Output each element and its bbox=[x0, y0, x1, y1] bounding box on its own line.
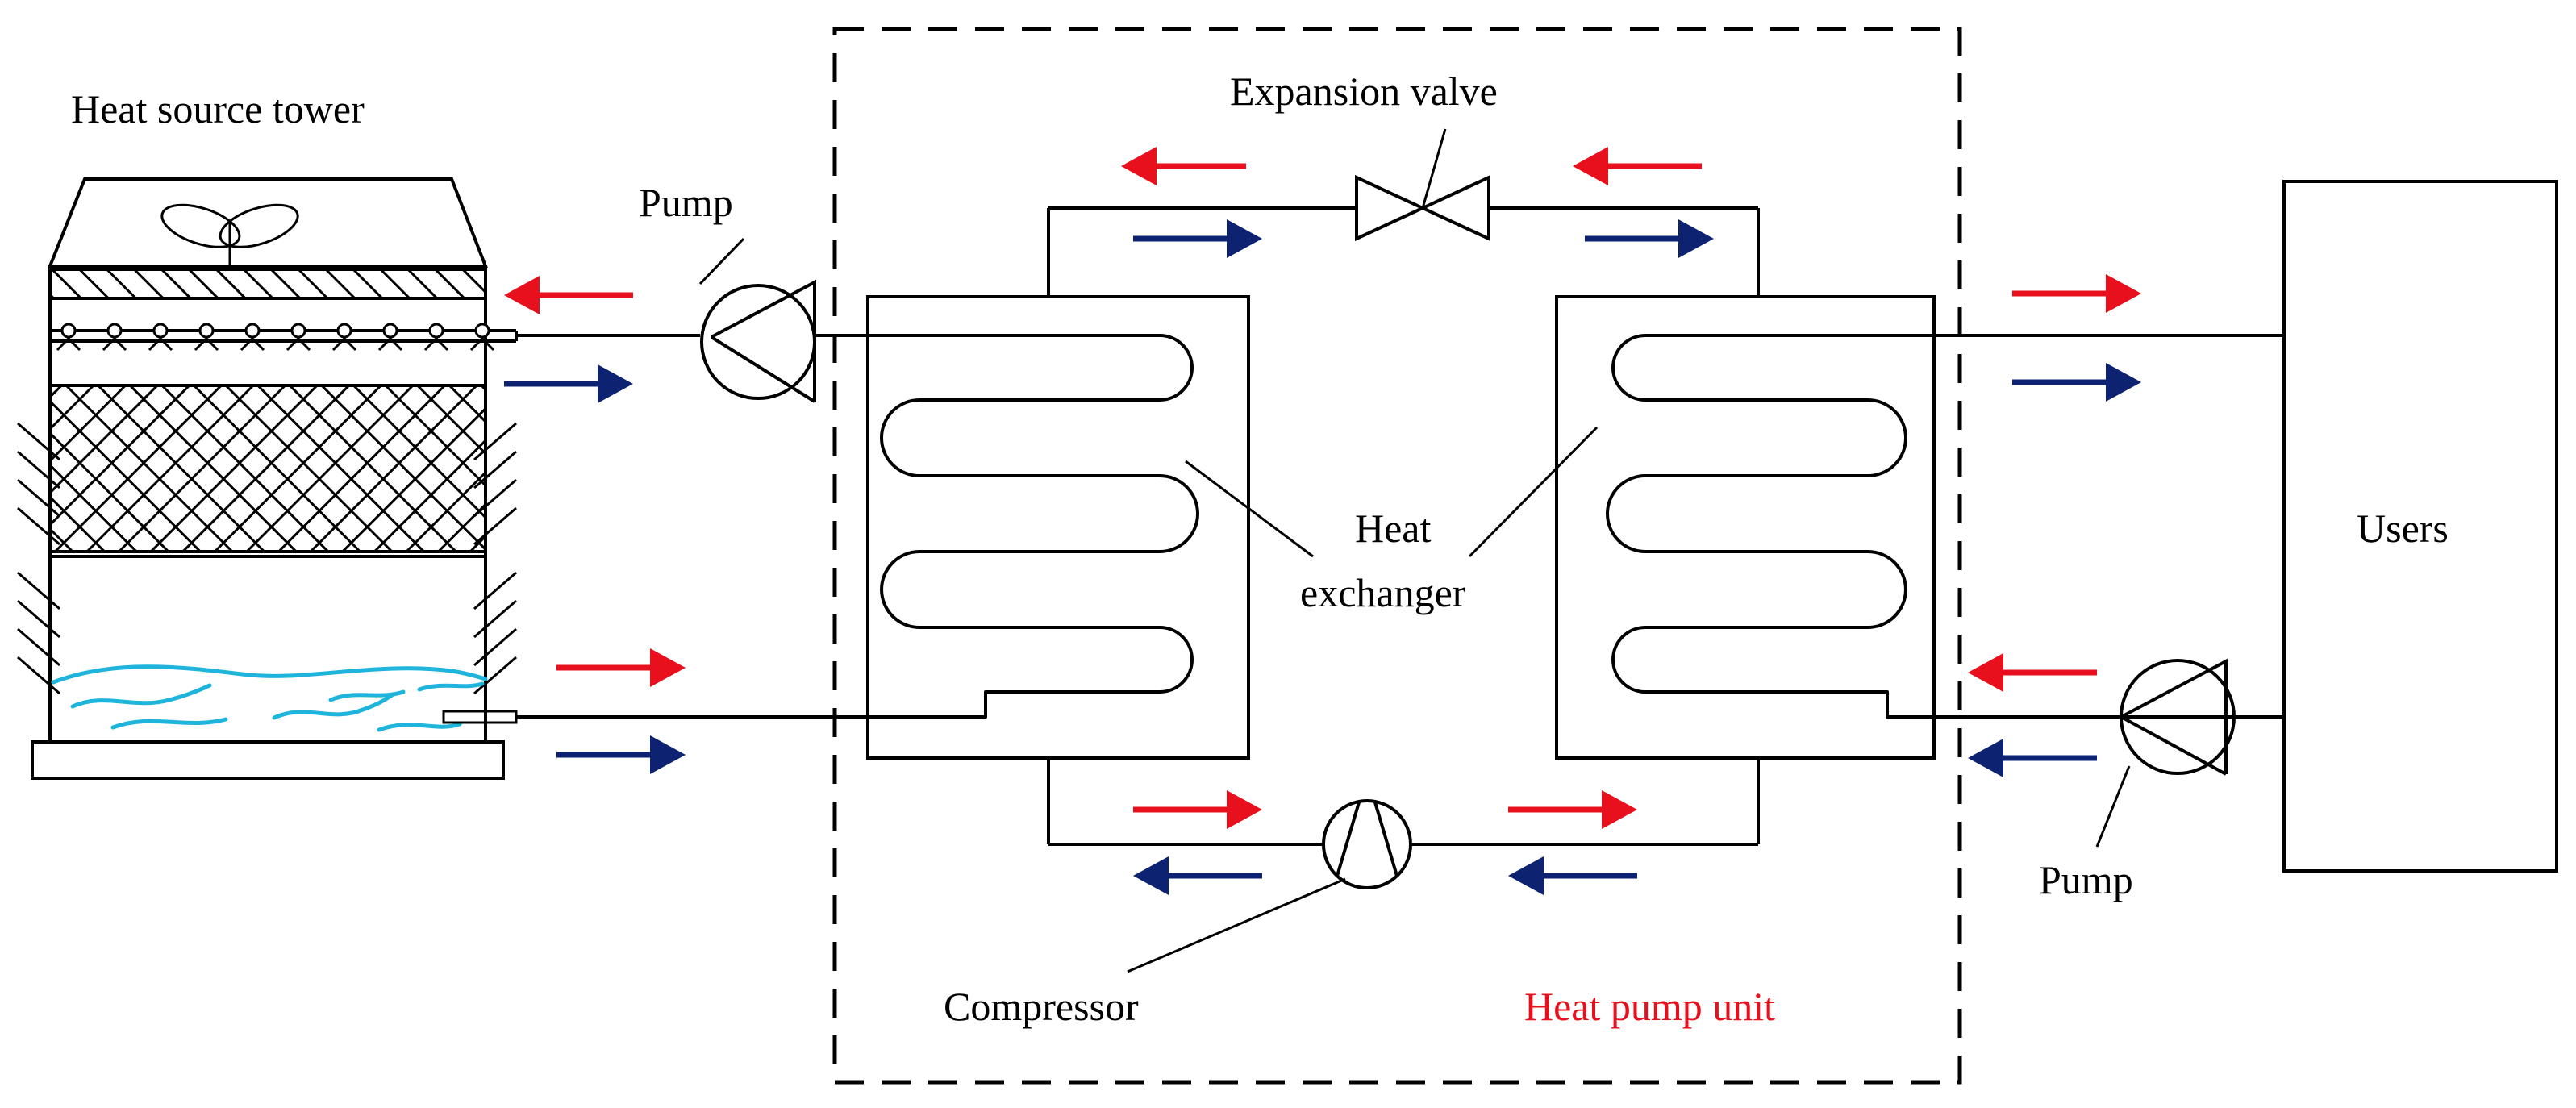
spray-cone bbox=[240, 336, 265, 352]
spray-nozzle bbox=[428, 323, 444, 339]
heat-exchanger-left bbox=[866, 295, 1250, 760]
spray-header bbox=[50, 323, 518, 352]
users-label: Users bbox=[2357, 506, 2449, 551]
arrow-icon bbox=[2106, 274, 2141, 313]
arrow-icon bbox=[1121, 147, 1157, 185]
spray-cone bbox=[102, 336, 127, 352]
exchanger-label: exchanger bbox=[1300, 570, 1466, 615]
spray-cone bbox=[331, 336, 357, 352]
spray-cone bbox=[194, 336, 219, 352]
arrow-icon bbox=[2106, 363, 2141, 402]
arrow-icon bbox=[1968, 739, 2003, 777]
pump-icon bbox=[700, 279, 816, 403]
spray-nozzle bbox=[474, 323, 490, 339]
left-pipes bbox=[516, 334, 986, 719]
heat-source-tower bbox=[17, 177, 518, 780]
arrow-icon bbox=[1573, 147, 1608, 185]
arrow-icon bbox=[1602, 790, 1637, 829]
valve-leader bbox=[1421, 128, 1447, 209]
pump-right-label: Pump bbox=[2039, 857, 2133, 902]
tower-roof bbox=[48, 177, 488, 268]
arrow-icon bbox=[1133, 856, 1169, 895]
arrow-icon bbox=[598, 364, 633, 403]
spray-nozzle bbox=[106, 323, 123, 339]
heat-pump-unit-boundary bbox=[832, 27, 1962, 1085]
arrow-icon bbox=[1968, 653, 2003, 692]
water-basin bbox=[51, 664, 488, 732]
compressor-leader bbox=[1127, 877, 1346, 973]
pump-icon bbox=[2120, 658, 2236, 776]
spray-nozzle bbox=[152, 323, 169, 339]
spray-nozzle bbox=[290, 323, 306, 339]
arrow-icon bbox=[504, 276, 540, 314]
compressor-label: Compressor bbox=[944, 984, 1139, 1029]
spray-cone bbox=[377, 336, 403, 352]
heat-exchanger-right bbox=[1555, 295, 2286, 760]
pump-left-label: Pump bbox=[639, 180, 733, 225]
heat-pump-unit-label: Heat pump unit bbox=[1524, 984, 1775, 1029]
spray-nozzle bbox=[336, 323, 352, 339]
flow-arrows bbox=[504, 147, 2141, 895]
arrow-icon bbox=[1508, 856, 1544, 895]
spray-cone bbox=[286, 336, 311, 352]
exchanger-leader-left bbox=[1185, 460, 1314, 558]
pump-left-leader bbox=[698, 237, 745, 285]
tower-label: Heat source tower bbox=[71, 86, 365, 131]
refrigerant-loop bbox=[1047, 206, 1760, 846]
arrow-icon bbox=[1678, 219, 1714, 258]
arrow-icon bbox=[1227, 219, 1262, 258]
compressor-icon bbox=[1322, 799, 1412, 889]
fan-icon bbox=[160, 203, 299, 266]
expansion-valve-label: Expansion valve bbox=[1230, 69, 1498, 114]
valve-icon bbox=[1355, 174, 1490, 242]
spray-cone bbox=[56, 336, 81, 352]
spray-cone bbox=[469, 336, 495, 352]
arrow-icon bbox=[650, 648, 686, 687]
tower-outlet-stub bbox=[442, 710, 518, 724]
arrow-icon bbox=[1227, 790, 1262, 829]
heat-label: Heat bbox=[1355, 506, 1431, 551]
tower-base bbox=[31, 740, 505, 780]
air-inlet-louvers bbox=[17, 422, 517, 695]
arrow-icon bbox=[650, 735, 686, 774]
spray-nozzle bbox=[244, 323, 261, 339]
users-box bbox=[2282, 180, 2558, 873]
spray-nozzle bbox=[382, 323, 398, 339]
spray-nozzle bbox=[60, 323, 77, 339]
spray-cone bbox=[423, 336, 449, 352]
exchanger-leader-right bbox=[1468, 426, 1599, 558]
pump-right-leader bbox=[2095, 765, 2131, 848]
spray-cone bbox=[148, 336, 173, 352]
fill-media bbox=[48, 384, 487, 553]
drift-eliminator bbox=[48, 268, 487, 300]
spray-nozzles bbox=[56, 323, 495, 352]
spray-nozzle bbox=[198, 323, 215, 339]
